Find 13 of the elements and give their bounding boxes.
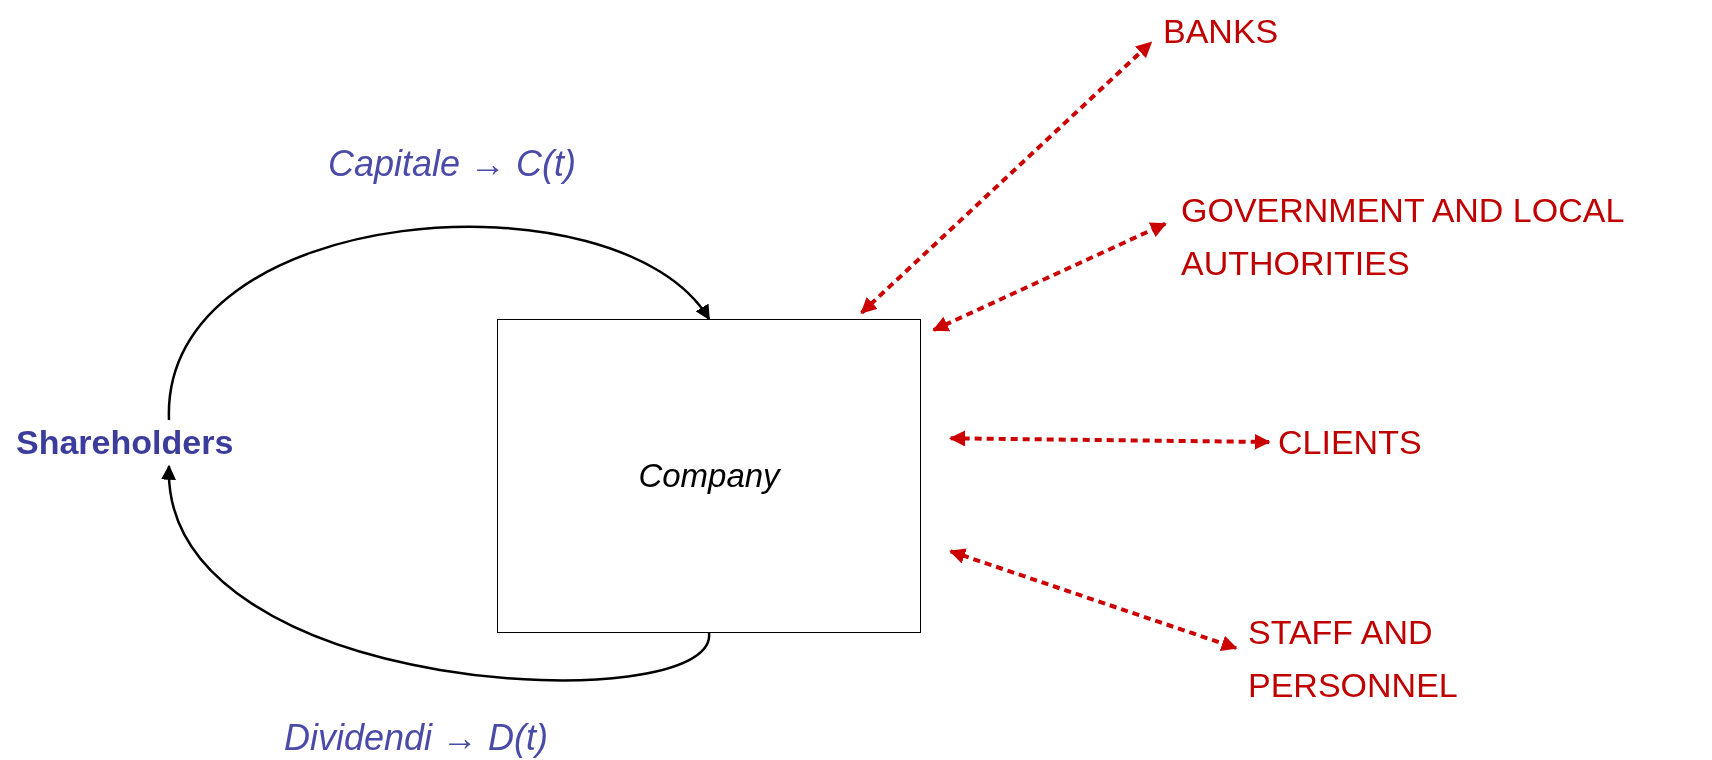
node-label: BANKS <box>1163 10 1279 52</box>
curved-arrow <box>167 225 710 421</box>
double-arrow <box>949 548 1238 651</box>
node-label: Shareholders <box>16 421 234 463</box>
company-box <box>497 319 921 633</box>
node-label: GOVERNMENT AND LOCAL AUTHORITIES <box>1181 190 1625 284</box>
double-arrow <box>949 430 1271 450</box>
curved-arrow <box>163 464 711 682</box>
double-arrow <box>932 222 1167 332</box>
double-arrow <box>860 41 1153 315</box>
node-label: CLIENTS <box>1278 421 1422 463</box>
node-label: Company <box>638 456 780 497</box>
node-label: STAFF AND PERSONNEL <box>1248 612 1459 706</box>
